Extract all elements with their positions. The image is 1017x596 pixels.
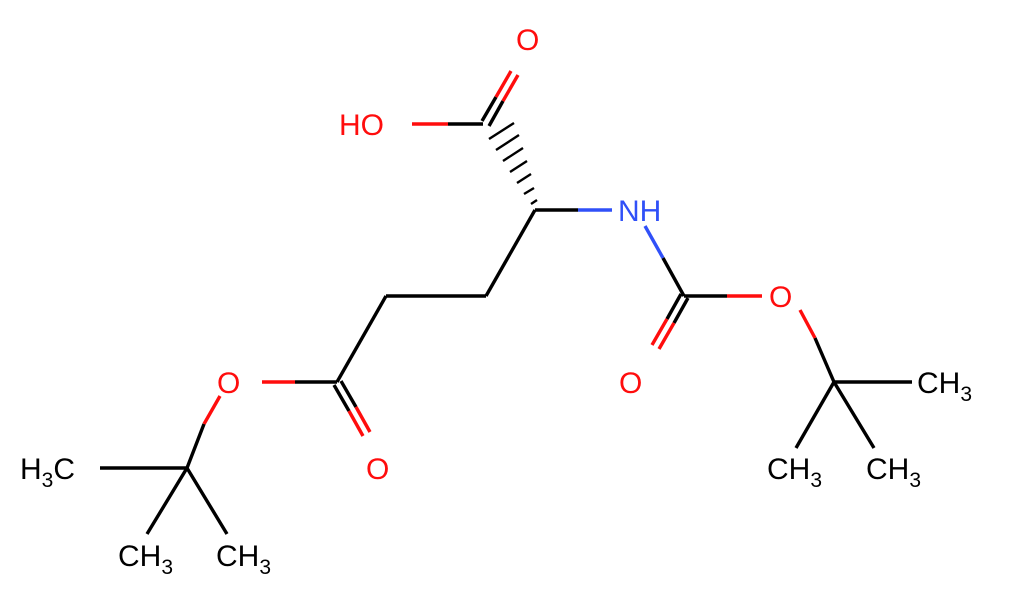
bond-gamma-ester-c (335, 295, 388, 383)
bond-carbamate-carbonyl-1 (665, 293, 683, 320)
carbamate-carbonyl-oxygen-label: O (619, 367, 642, 400)
bond-acid-carbonyl-1b (494, 70, 513, 98)
bond-acid-carbonyl-2 (487, 100, 505, 127)
bond-tbu2-methyl-e (794, 381, 836, 449)
bond-carbamate-carbonyl-2 (672, 297, 690, 324)
hydroxyl-label: HO (339, 109, 384, 142)
bond-tbu1-methyl-c (185, 467, 229, 535)
methyl-label-c: CH3 (216, 540, 271, 579)
methyl-label-e: CH3 (767, 453, 822, 492)
bond-ester-carbonyl-2 (339, 380, 358, 408)
hashed-wedge-bond (488, 121, 538, 205)
bond-ester-carbonyl-2b (354, 406, 372, 433)
bond-nh-carbamate (643, 225, 665, 259)
methyl-label-d: CH3 (917, 367, 972, 406)
bond-carbamate-carbonyl-1b (650, 318, 669, 346)
bond-ester-o-tbu (202, 395, 222, 425)
bond-acid-carbonyl-2b (501, 74, 520, 102)
bond-tbu2-methyl-f (832, 381, 876, 449)
atom-labels: HO O NH O O O O H3C CH3 CH3 CH3 CH3 CH3 (20, 24, 972, 579)
bond-carbamate-carbonyl-2b (657, 322, 676, 350)
bond-ester-o-tbu-b (185, 423, 206, 469)
carbamate-ester-oxygen-label: O (769, 281, 792, 314)
methyl-label-f: CH3 (866, 453, 921, 492)
amine-label: NH (618, 195, 661, 228)
bond-alpha-beta (484, 209, 537, 297)
methyl-label-a: H3C (20, 453, 75, 492)
bond-ester-carbonyl-1 (332, 384, 351, 412)
bond-tbu1-methyl-b (145, 467, 189, 535)
acid-carbonyl-oxygen-label: O (516, 24, 539, 57)
bond-carbamate-o-tbu (798, 309, 817, 339)
bond-ester-carbonyl-1b (347, 410, 365, 437)
bond-carbamate-o-tbu-b (813, 337, 836, 383)
bond-layer (100, 70, 912, 535)
ester-oxygen-label: O (217, 367, 240, 400)
bond-nh-carbamate-b (661, 257, 686, 297)
ester-carbonyl-oxygen-label: O (366, 453, 389, 486)
bond-acid-carbonyl-1 (480, 96, 498, 122)
methyl-label-b: CH3 (118, 540, 173, 579)
